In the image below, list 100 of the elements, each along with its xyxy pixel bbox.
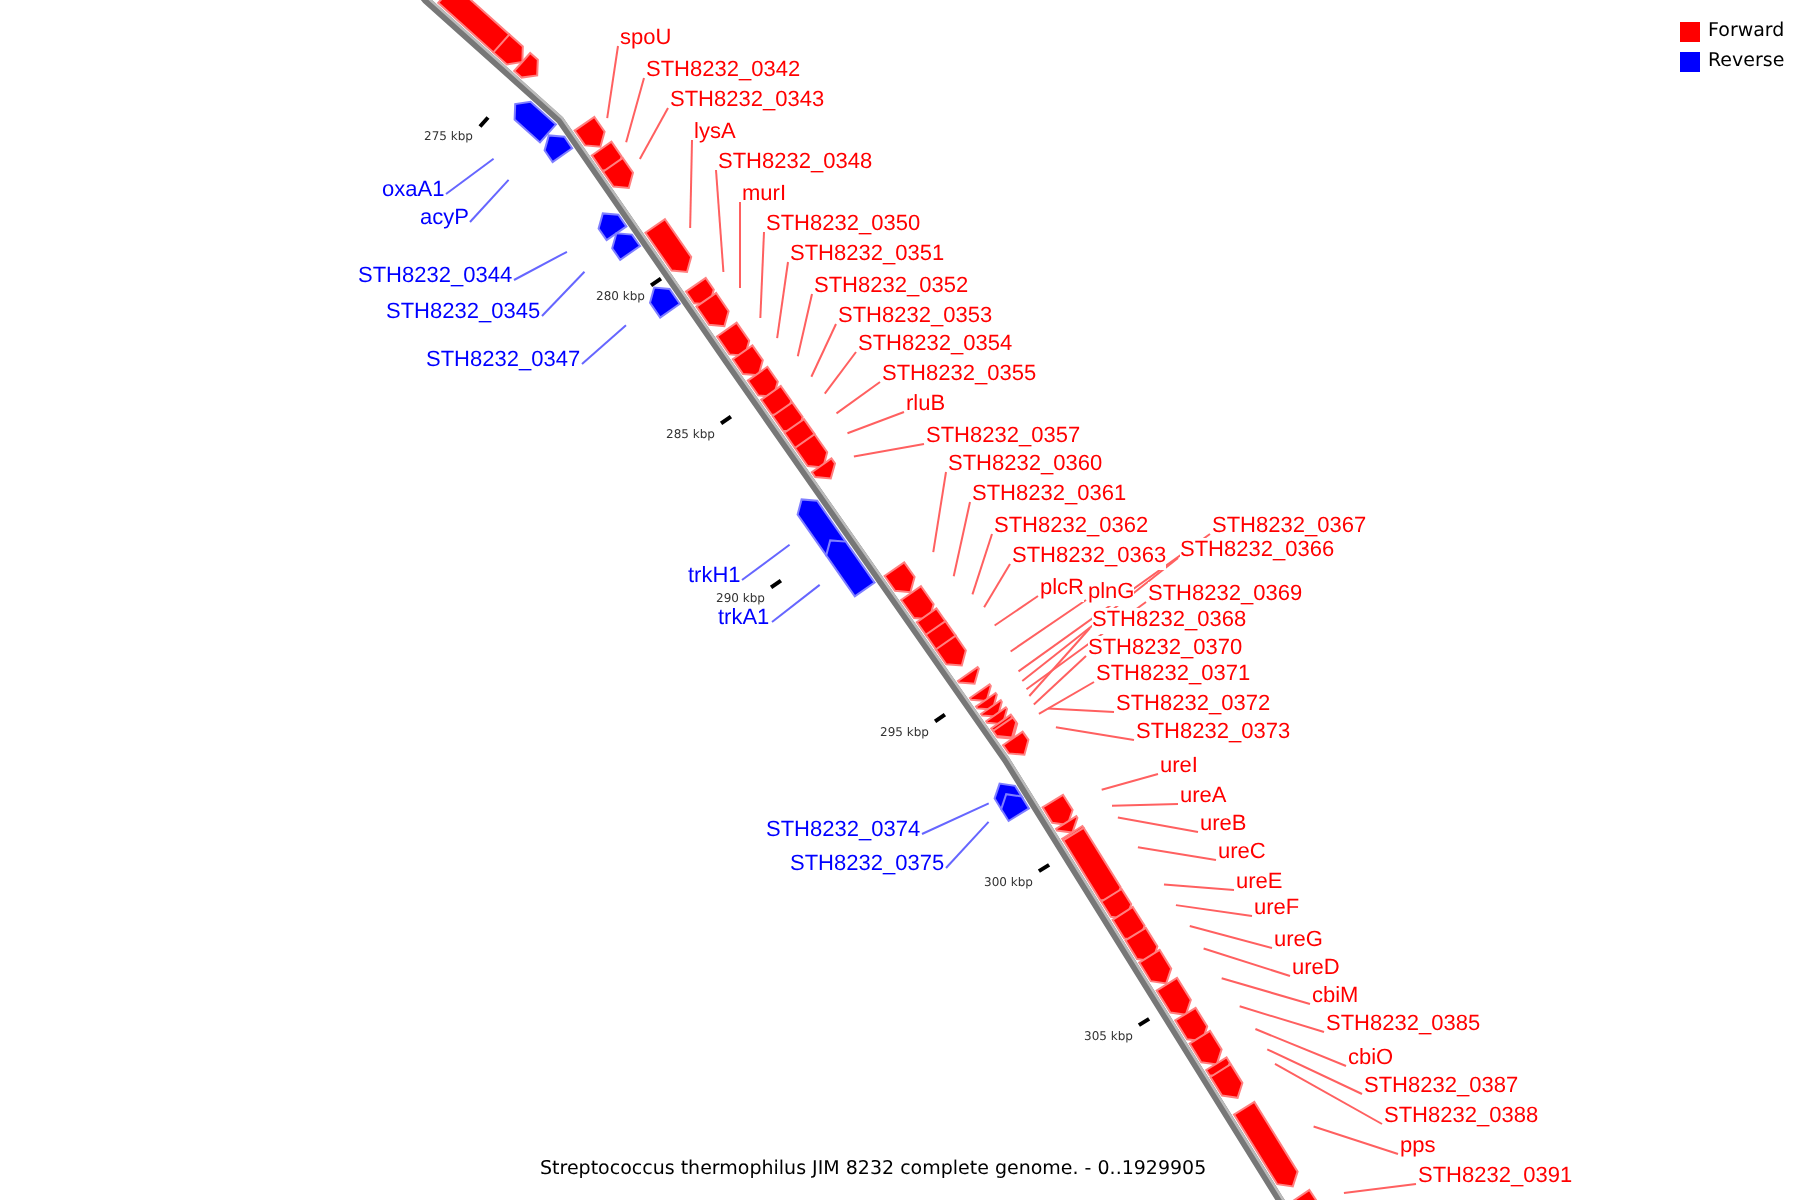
leader-line	[1174, 904, 1253, 917]
gene-label: lysA	[694, 119, 736, 145]
gene-label: STH8232_0372	[1116, 691, 1271, 717]
leader-line	[759, 231, 765, 319]
leader-line	[1009, 599, 1087, 653]
gene-label: STH8232_0362	[994, 513, 1149, 539]
leader-line	[776, 261, 789, 340]
leader-line	[1032, 655, 1087, 706]
leader-line	[796, 293, 813, 358]
gene-label: STH8232_0343	[670, 87, 825, 113]
gene-label: STH8232_0388	[1384, 1103, 1539, 1129]
leader-line	[689, 139, 693, 229]
leader-line	[1116, 816, 1199, 833]
leader-line	[993, 595, 1039, 627]
leader-line	[541, 270, 586, 317]
gene-label: STH8232_0368	[1092, 607, 1247, 633]
gene-label: trkH1	[688, 563, 741, 589]
leader-line	[952, 501, 971, 578]
gene-label: STH8232_0369	[1148, 581, 1303, 607]
leader-line	[1037, 681, 1095, 715]
gene-label: STH8232_0347	[426, 347, 581, 373]
leader-line	[835, 381, 881, 415]
leader-line	[771, 583, 821, 623]
leader-line	[1238, 1005, 1325, 1033]
gene-label: STH8232_0357	[926, 423, 1081, 449]
gene-label: STH8232_0373	[1136, 719, 1291, 745]
gene-label: STH8232_0354	[858, 331, 1013, 357]
leader-line	[1047, 707, 1115, 713]
gene-label: STH8232_0352	[814, 273, 969, 299]
leader-line	[1136, 846, 1217, 861]
gene-label: ureC	[1218, 839, 1266, 865]
gene-label: cbiO	[1348, 1045, 1394, 1071]
gene-label: STH8232_0367	[1212, 513, 1367, 539]
leader-line	[983, 563, 1011, 609]
leader-line	[1254, 1028, 1347, 1067]
gene-label: STH8232_0366	[1180, 537, 1335, 563]
gene-label: STH8232_0371	[1096, 661, 1251, 687]
leader-line	[581, 324, 627, 365]
leader-line	[625, 77, 645, 144]
leader-line	[921, 802, 990, 835]
gene-label: plcR	[1040, 575, 1085, 601]
leader-line	[1266, 1048, 1363, 1095]
gene-label: trkA1	[718, 605, 770, 631]
leader-line	[715, 169, 725, 273]
leader-line	[1274, 1062, 1383, 1125]
leader-line	[513, 250, 568, 281]
gene-label: STH8232_0342	[646, 57, 801, 83]
leader-line	[1028, 627, 1091, 698]
gene-label: ureG	[1274, 927, 1323, 953]
gene-label: STH8232_0350	[766, 211, 921, 237]
legend-label: Forward	[1708, 20, 1785, 44]
leader-line	[739, 201, 741, 289]
leader-line	[1342, 1183, 1417, 1194]
gene-label: STH8232_0345	[386, 299, 541, 325]
gene-label: ureI	[1160, 753, 1198, 779]
gene-label: STH8232_0374	[766, 817, 921, 843]
gene-label: STH8232_0387	[1364, 1073, 1519, 1099]
leader-line	[606, 45, 619, 120]
gene-label: STH8232_0375	[790, 851, 945, 877]
gene-label: ureF	[1254, 895, 1300, 921]
leader-line	[1054, 726, 1135, 741]
gene-label: oxaA1	[382, 177, 445, 203]
gene-label: ureE	[1236, 869, 1283, 895]
leader-line	[823, 351, 857, 395]
gene-label: STH8232_0360	[948, 451, 1103, 477]
gene-label: ureB	[1200, 811, 1247, 837]
gene-label: STH8232_0348	[718, 149, 873, 175]
leader-line	[945, 820, 990, 869]
leader-line	[1220, 977, 1311, 1005]
gene-label: plnG	[1088, 579, 1135, 605]
caption: Streptococcus thermophilus JIM 8232 complete genome. - 0..1929905	[540, 1158, 1207, 1182]
gene-label: ureA	[1180, 783, 1227, 809]
gene-label: cbiM	[1312, 983, 1359, 1009]
leader-line	[638, 107, 669, 160]
gene-label: STH8232_0353	[838, 303, 993, 329]
leader-line	[1202, 947, 1291, 977]
gene-label: ureD	[1292, 955, 1340, 981]
leader-line	[1312, 1125, 1399, 1155]
gene-label: STH8232_0391	[1418, 1163, 1573, 1189]
gene-label: STH8232_0370	[1088, 635, 1243, 661]
gene-label: murI	[742, 181, 786, 207]
leader-line	[810, 323, 837, 378]
leader-line	[971, 533, 993, 596]
gene-label: STH8232_0363	[1012, 543, 1167, 569]
leader-line	[469, 178, 510, 223]
leader-line	[741, 543, 791, 581]
gene-label: spoU	[620, 25, 672, 51]
gene-label: STH8232_0361	[972, 481, 1127, 507]
gene-label: STH8232_0344	[358, 263, 513, 289]
legend-label: Reverse	[1708, 50, 1785, 74]
gene-label: rluB	[906, 391, 946, 417]
leader-line	[846, 411, 905, 435]
leader-line	[1111, 803, 1179, 807]
leader-line	[1100, 773, 1159, 791]
leader-line	[852, 443, 925, 458]
gene-label: STH8232_0351	[790, 241, 945, 267]
leader-line	[1163, 883, 1235, 891]
gene-label: STH8232_0385	[1326, 1011, 1481, 1037]
gene-label: STH8232_0355	[882, 361, 1037, 387]
leader-line	[1188, 925, 1273, 949]
